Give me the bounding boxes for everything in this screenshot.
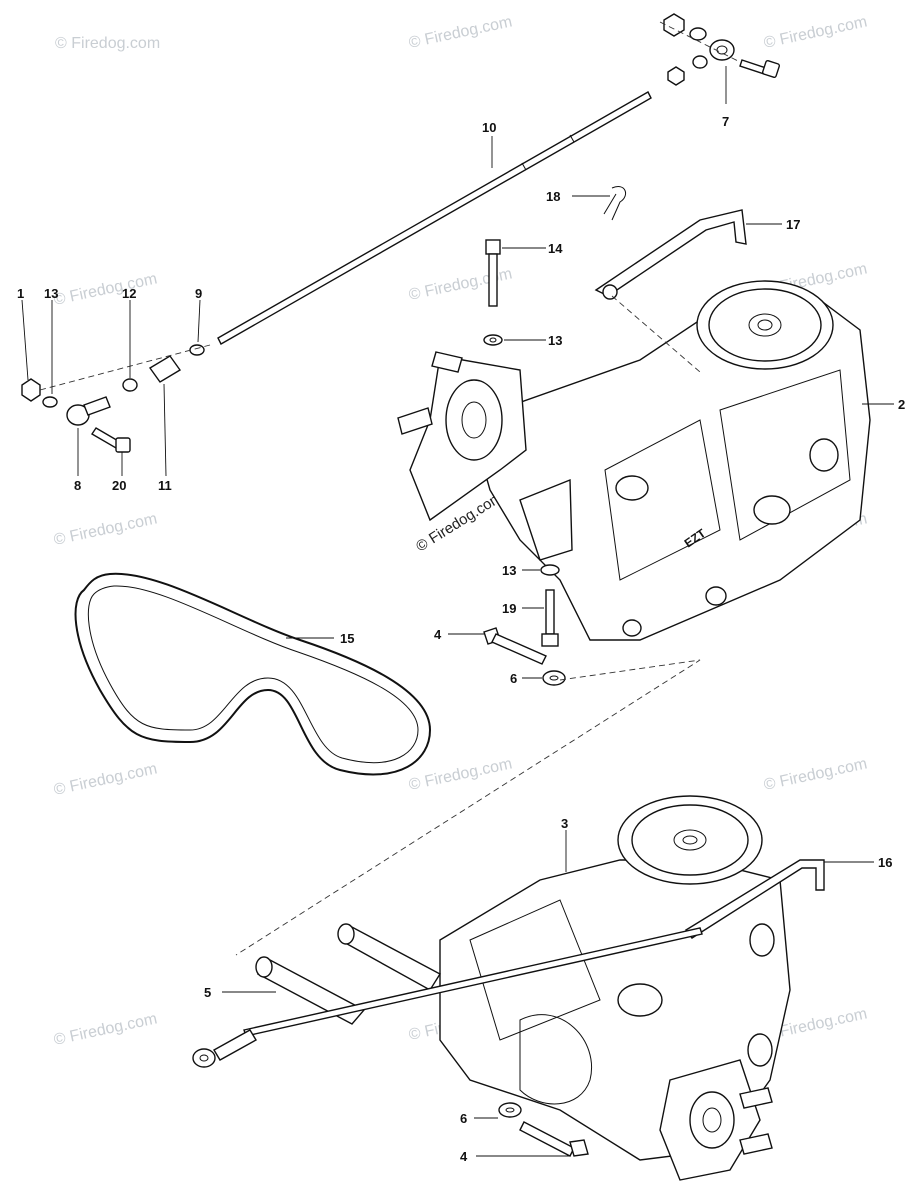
watermark: © Firedog.com — [52, 270, 158, 308]
watermark: © Firedog.com — [762, 13, 868, 51]
transaxle-upper-2: EZT — [397, 280, 871, 641]
callout-9: 9 — [195, 286, 202, 301]
upper-fasteners — [235, 239, 701, 956]
callout-13-lower: 13 — [502, 563, 516, 578]
callout-18: 18 — [546, 189, 560, 204]
drive-belt-15 — [74, 572, 432, 776]
watermark: © Firedog.com — [55, 35, 160, 52]
callout-6-lower: 6 — [460, 1111, 467, 1126]
hairpin-clip-18 — [603, 186, 627, 221]
watermark: © Firedog.com — [407, 265, 513, 303]
watermark: © Firedog.com — [52, 760, 158, 798]
callout-2: 2 — [898, 397, 905, 412]
rod-end-hardware-7 — [659, 13, 781, 86]
callout-10: 10 — [482, 120, 496, 135]
callout-7: 7 — [722, 114, 729, 129]
callout-4-lower: 4 — [460, 1149, 468, 1164]
leader-lines — [21, 66, 894, 1157]
callout-8: 8 — [74, 478, 81, 493]
callout-14: 14 — [548, 241, 563, 256]
bypass-rod-bracket-17 — [594, 209, 747, 373]
callout-3: 3 — [561, 816, 568, 831]
callout-20: 20 — [112, 478, 126, 493]
callout-11: 11 — [158, 478, 172, 493]
watermark: © Firedog.com — [407, 13, 513, 51]
control-rod-lower — [192, 927, 703, 1068]
rod-end-hardware-left — [21, 344, 211, 453]
transaxle-lower-3 — [439, 795, 825, 1181]
callout-12: 12 — [122, 286, 136, 301]
callout-17: 17 — [786, 217, 800, 232]
watermark: © Firedog.com — [52, 1010, 158, 1048]
callout-13-upper: 13 — [548, 333, 562, 348]
callout-6-upper: 6 — [510, 671, 517, 686]
control-rod-10 — [217, 91, 652, 345]
lower-fasteners — [498, 1102, 589, 1157]
callouts: 7 10 18 17 14 13 2 1 13 12 9 8 20 11 15 … — [17, 114, 905, 1164]
callout-1: 1 — [17, 286, 24, 301]
spacer-tube-5 — [255, 923, 441, 1025]
callout-4-upper: 4 — [434, 627, 442, 642]
callout-15: 15 — [340, 631, 354, 646]
callout-13-left: 13 — [44, 286, 58, 301]
watermark: © Firedog.com — [52, 510, 158, 548]
callout-5: 5 — [204, 985, 211, 1000]
callout-16: 16 — [878, 855, 892, 870]
callout-19: 19 — [502, 601, 516, 616]
watermark: © Firedog.com — [762, 755, 868, 793]
